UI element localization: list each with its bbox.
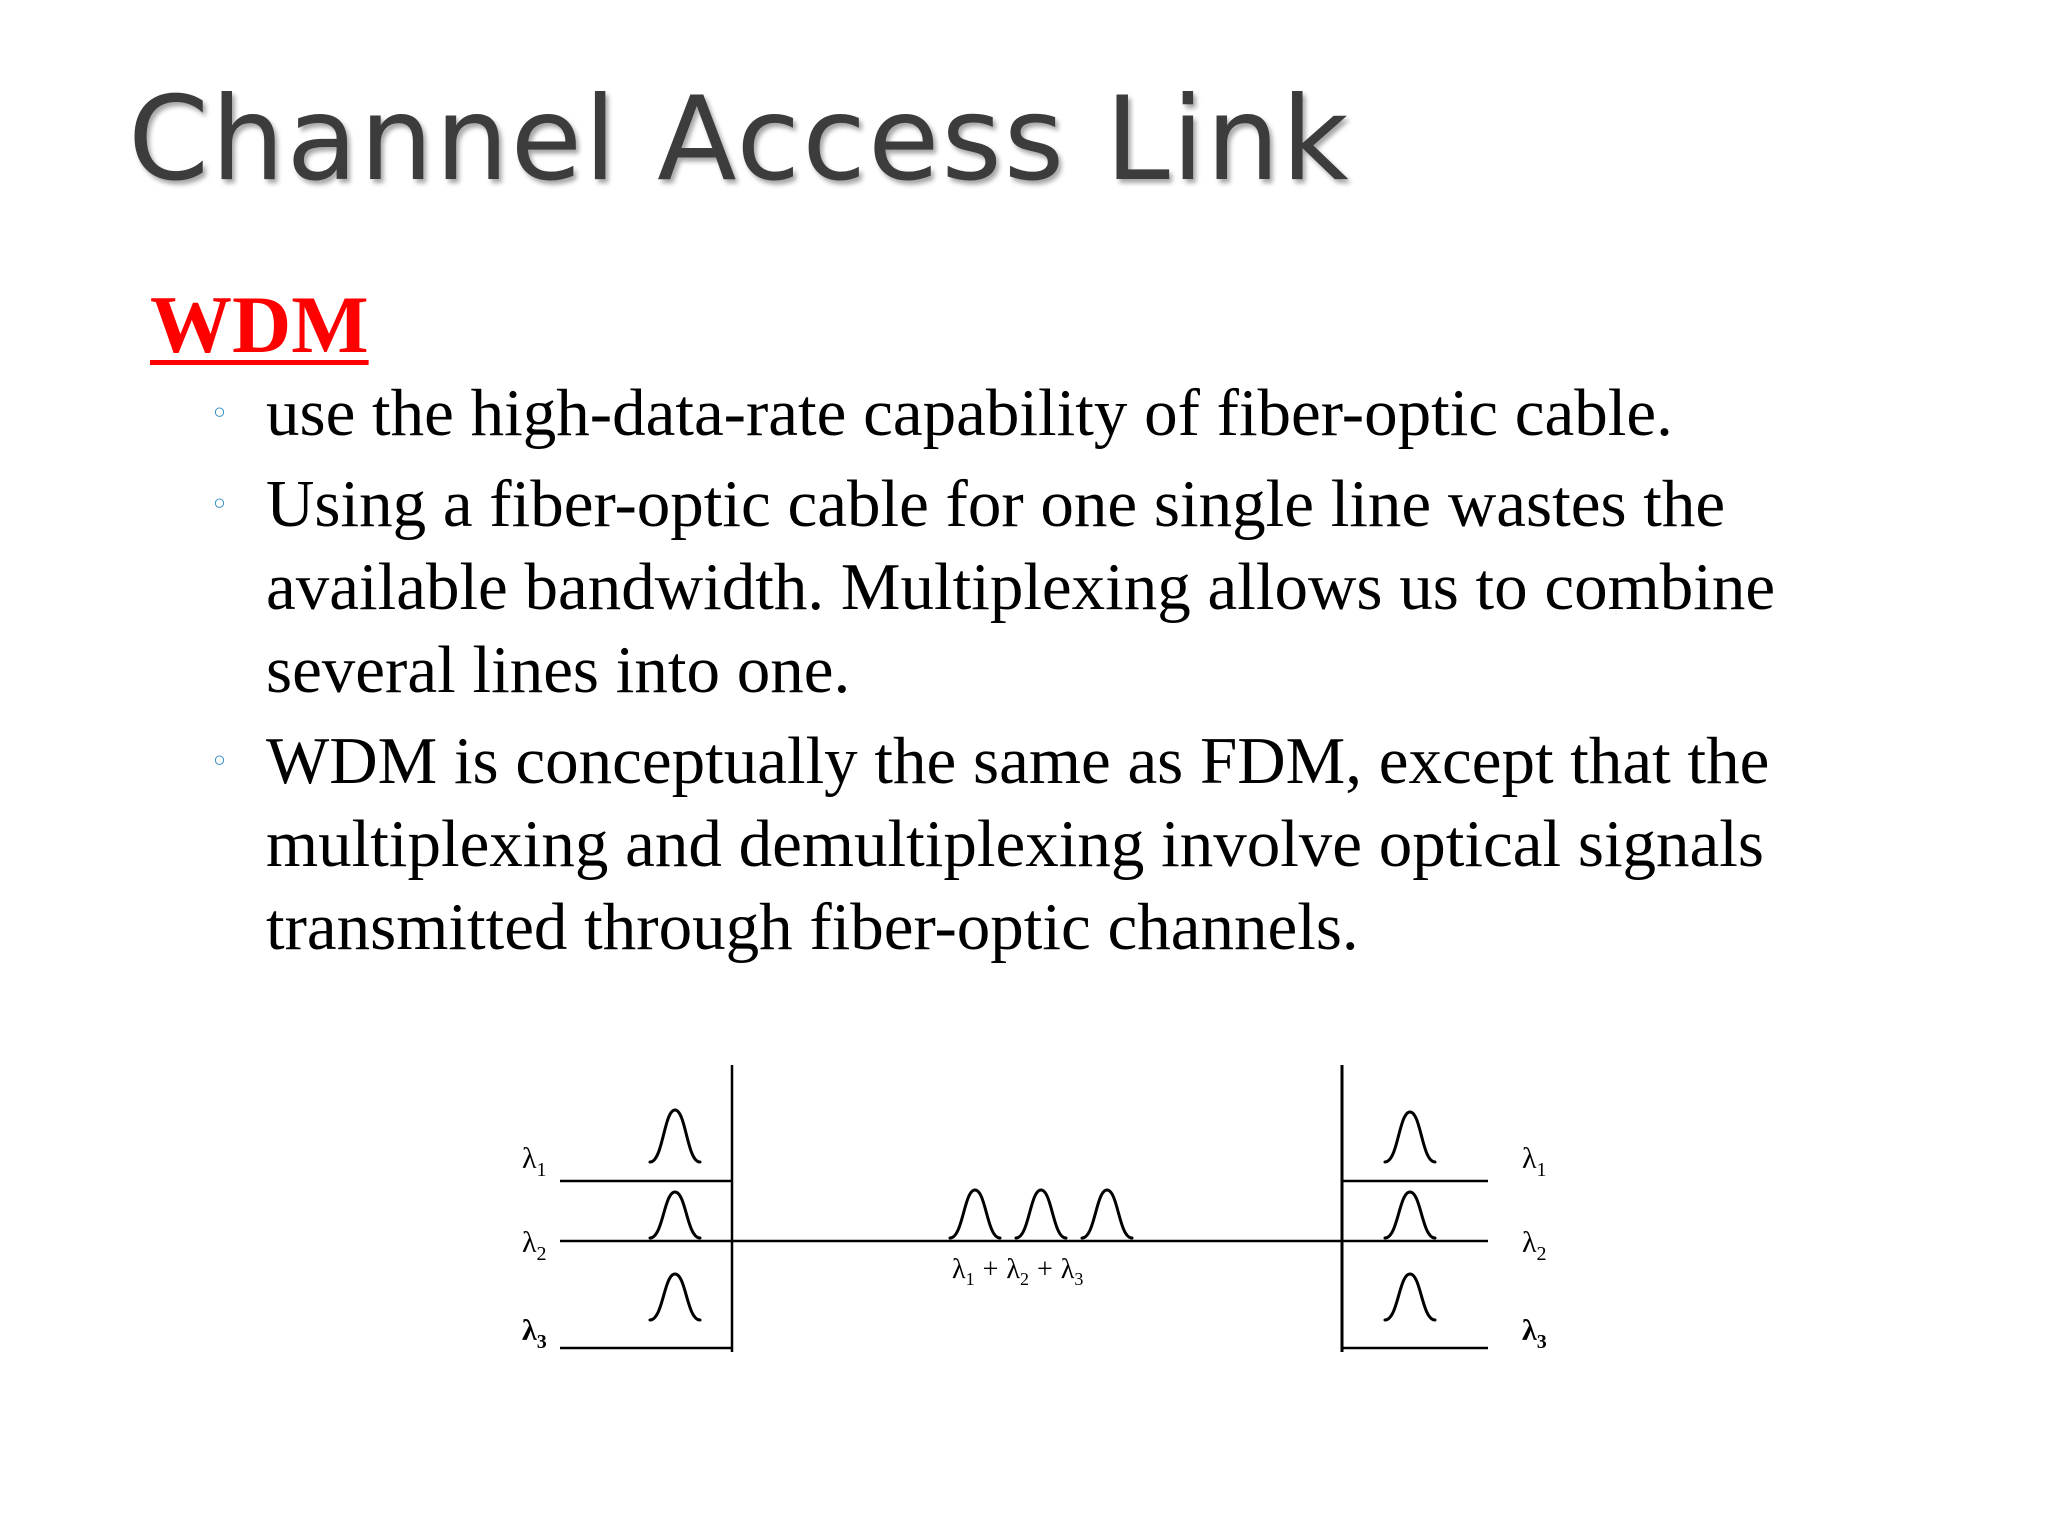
bullet-item: ◦ WDM is conceptually the same as FDM, e… bbox=[210, 720, 1890, 969]
bullet-text: Using a fiber-optic cable for one single… bbox=[266, 467, 1776, 707]
bullet-item: ◦ use the high-data-rate capability of f… bbox=[210, 372, 1890, 455]
bullet-text: use the high-data-rate capability of fib… bbox=[266, 376, 1673, 450]
pulse-icon-input-3 bbox=[648, 1272, 702, 1322]
pulse-icon-output-1 bbox=[1383, 1110, 1437, 1164]
input-label-lambda-1: λ1 bbox=[522, 1142, 547, 1181]
bullet-circle-icon: ◦ bbox=[210, 394, 229, 432]
demultiplexer bbox=[1340, 1065, 1488, 1352]
pulse-icon-output-3 bbox=[1383, 1272, 1437, 1322]
bullet-text: WDM is conceptually the same as FDM, exc… bbox=[266, 724, 1770, 964]
output-label-lambda-3: λ3 bbox=[1522, 1314, 1547, 1353]
slide-title: Channel Access Link bbox=[128, 72, 1351, 207]
combined-wavelength-label: λ1+λ2+λ3 bbox=[952, 1254, 1083, 1289]
section-heading-wdm: WDM bbox=[150, 279, 369, 370]
output-label-lambda-2: λ2 bbox=[1522, 1226, 1547, 1265]
bullet-item: ◦ Using a fiber-optic cable for one sing… bbox=[210, 463, 1890, 712]
input-label-lambda-3: λ3 bbox=[522, 1314, 547, 1353]
bullet-list: ◦ use the high-data-rate capability of f… bbox=[210, 372, 1890, 977]
pulse-icon-combined-1 bbox=[948, 1188, 1002, 1240]
wdm-diagram: λ1 λ2 λ3 λ1+λ2+λ3 λ1 λ2 λ3 bbox=[522, 1065, 1547, 1353]
pulse-icon-combined-3 bbox=[1080, 1188, 1134, 1240]
output-label-lambda-1: λ1 bbox=[1522, 1142, 1547, 1181]
pulse-icon-combined-2 bbox=[1014, 1188, 1068, 1240]
input-label-lambda-2: λ2 bbox=[522, 1226, 547, 1265]
pulse-icon-input-1 bbox=[648, 1108, 702, 1164]
pulse-icon-output-2 bbox=[1383, 1190, 1437, 1240]
pulse-icon-input-2 bbox=[648, 1190, 702, 1240]
bullet-circle-icon: ◦ bbox=[210, 742, 229, 780]
multiplexer bbox=[560, 1065, 734, 1352]
bullet-circle-icon: ◦ bbox=[210, 485, 229, 523]
